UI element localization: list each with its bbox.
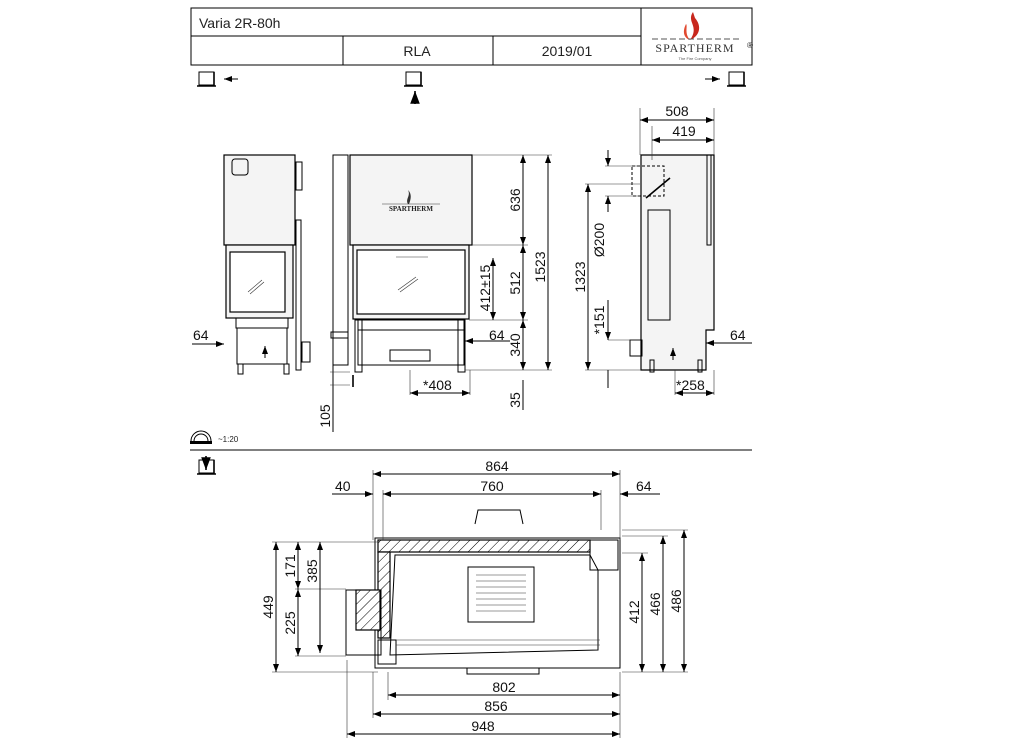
front-logo: SPARTHERM	[389, 205, 433, 213]
dim-486: 486	[668, 589, 684, 613]
view-right-icon	[705, 71, 746, 87]
dim-419: 419	[672, 123, 696, 139]
dim-856: 856	[484, 698, 508, 714]
date-label: 2019/01	[542, 43, 593, 59]
dim-40: 40	[335, 478, 351, 494]
scale-indicator: ~1:20	[190, 430, 239, 444]
brand-registered: ®	[747, 41, 753, 50]
dim-864: 864	[485, 458, 509, 474]
dim-412: 412	[626, 600, 642, 624]
variant-label: RLA	[403, 43, 431, 59]
dim-948: 948	[471, 718, 495, 734]
dim-225: 225	[282, 611, 298, 635]
dim-1523: 1523	[532, 251, 548, 282]
dim-512: 512	[507, 271, 523, 295]
dim-171: 171	[282, 554, 298, 578]
dim-636: 636	[507, 188, 523, 212]
dim-1323: 1323	[572, 261, 588, 292]
view-top-icon	[197, 456, 216, 475]
dim-385: 385	[304, 559, 320, 583]
title-block: Varia 2R-80h RLA 2019/01 SPARTHERM ® The…	[190, 7, 753, 66]
dim-105: 105	[317, 404, 333, 428]
dim-408: *408	[423, 377, 452, 393]
dim-side-64: 64	[730, 327, 746, 343]
dim-151: *151	[591, 305, 607, 334]
view-left-icon	[197, 71, 238, 87]
dim-left-64: 64	[193, 327, 209, 343]
dim-449: 449	[260, 595, 276, 619]
front-view: SPARTHERM	[330, 154, 473, 387]
spartherm-logo: SPARTHERM ® The Fire Company	[652, 12, 753, 61]
model-title: Varia 2R-80h	[199, 15, 280, 31]
brand-name: SPARTHERM	[655, 41, 734, 55]
front-dimensions: 636 512 340 35 1523 412±15 64 *408 105	[317, 154, 552, 432]
plan-dimensions: 864 760 40 64 449 171 225 385 412 466 48…	[260, 458, 688, 738]
dim-35: 35	[507, 392, 523, 408]
dim-802: 802	[492, 679, 516, 695]
view-front-icon	[404, 71, 423, 104]
scale-label: ~1:20	[218, 435, 239, 444]
right-side-view	[629, 154, 715, 373]
left-side-view	[223, 154, 311, 375]
dim-508: 508	[665, 103, 689, 119]
side-dimensions: 508 419 1323 Ø200 *151 64 *258	[572, 103, 752, 396]
dim-d200: Ø200	[591, 223, 607, 257]
plan-view	[345, 509, 621, 675]
dim-front-64: 64	[489, 327, 505, 343]
brand-tagline: The Fire Company	[678, 56, 711, 61]
dim-plan-64: 64	[636, 478, 652, 494]
dim-760: 760	[480, 478, 504, 494]
dim-258: *258	[676, 377, 705, 393]
dim-466: 466	[647, 592, 663, 616]
dim-412-15: 412±15	[477, 264, 493, 311]
dim-340: 340	[507, 333, 523, 357]
